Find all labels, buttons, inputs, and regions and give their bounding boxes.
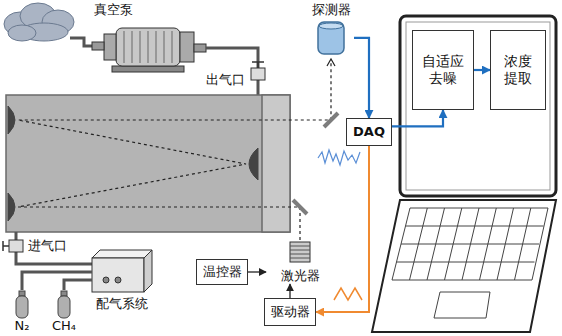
node-text: 激光器 (281, 268, 320, 284)
gas-cell (6, 95, 290, 232)
pump-rib (147, 31, 149, 63)
pump-cap (180, 32, 194, 62)
key-col (480, 208, 497, 280)
key-col (497, 208, 514, 280)
gas-mixing-system: 配气系统 (92, 250, 152, 312)
gas-pipe (64, 280, 92, 290)
gas-cylinder-icon (16, 296, 28, 318)
detector: 探测器 (308, 2, 354, 58)
gas-cylinder: CH₄ (46, 290, 82, 334)
pump-rib (155, 31, 157, 63)
node-text: CH₄ (52, 318, 76, 334)
temperature-controller: 温控器 (196, 259, 248, 285)
triangle-wave (334, 288, 362, 300)
pump-rib (163, 31, 165, 63)
node-text: N₂ (15, 318, 30, 334)
pump-body (116, 28, 180, 66)
noisy-signal (318, 150, 360, 165)
outlet-valve (251, 68, 265, 80)
node-text: 真空泵 (94, 2, 133, 18)
pump-inlet (92, 42, 104, 50)
laptop-screen (400, 16, 556, 196)
pump-rib (131, 31, 133, 63)
gas-cylinder-icon (58, 296, 70, 318)
node-text: 配气系统 (96, 296, 148, 312)
detector-top (319, 23, 343, 29)
box-knob (103, 277, 109, 283)
gas-cylinder: N₂ (8, 290, 36, 334)
exhaust-pipe (70, 38, 92, 46)
node-text: 驱动器 (271, 304, 310, 320)
pump-outlet (194, 44, 206, 52)
pump-ribs (124, 31, 172, 63)
signal-arrow (316, 146, 369, 312)
key-grid (397, 208, 544, 280)
inlet-valve (9, 240, 23, 252)
key-row (397, 262, 535, 263)
valve-handle (3, 241, 9, 251)
process-box: 自适应 去噪 (412, 30, 474, 110)
laser-fins (290, 246, 310, 258)
box-knob (115, 277, 121, 283)
vacuum-pump: 真空泵 (86, 2, 210, 76)
box-side (144, 250, 152, 292)
key-col (462, 208, 479, 280)
detector-icon (318, 22, 344, 54)
cylinder-neck (19, 291, 25, 296)
cell-end-cap (262, 95, 290, 232)
pump-rib (123, 31, 125, 63)
beam-arrow (327, 59, 335, 66)
inlet-pipe (16, 232, 92, 264)
pump-cap (104, 34, 116, 60)
pump-base (112, 66, 184, 72)
signal-arrow (289, 284, 290, 298)
node-text: 探测器 (312, 2, 351, 18)
box-front (92, 258, 144, 292)
signal-arrow (354, 38, 369, 118)
cloud (4, 3, 74, 41)
box-top (92, 250, 152, 258)
process-box: 浓度 提取 (490, 30, 546, 110)
laptop-keyboard (372, 200, 556, 332)
signal-arrow (474, 69, 490, 71)
laser: 激光器 (266, 238, 334, 284)
fold-mirror (324, 113, 338, 127)
signal-arrow (248, 271, 266, 272)
node-text: 温控器 (203, 264, 242, 280)
concave-mirror (249, 148, 258, 180)
key-area (392, 208, 548, 280)
node-text: 浓度 提取 (500, 53, 536, 87)
concave-mirror (8, 106, 15, 134)
signal-arrow (392, 110, 443, 126)
node-text: DAQ (353, 124, 385, 140)
daq-box: DAQ (346, 118, 392, 146)
pump-rib (171, 31, 173, 63)
key-col (515, 208, 531, 280)
fold-mirror (293, 200, 307, 214)
concave-mirror (8, 193, 15, 221)
cloud-part (8, 25, 36, 41)
laser-beam (18, 60, 331, 240)
pump-rib (139, 31, 141, 63)
driver-box: 驱动器 (264, 298, 316, 326)
port-label: 出气口 (206, 72, 245, 88)
cylinder-neck (61, 291, 67, 296)
valve-handle (252, 62, 264, 68)
outlet-pipe (206, 48, 258, 95)
node-text: 自适应 去噪 (421, 53, 466, 87)
gas-pipe (22, 272, 92, 290)
touchpad (434, 292, 490, 318)
laser-icon (290, 242, 310, 262)
screen-inner (406, 22, 550, 190)
key-col (445, 208, 462, 280)
key-col (427, 208, 445, 280)
key-col (410, 208, 428, 280)
port-label: 进气口 (28, 238, 67, 254)
